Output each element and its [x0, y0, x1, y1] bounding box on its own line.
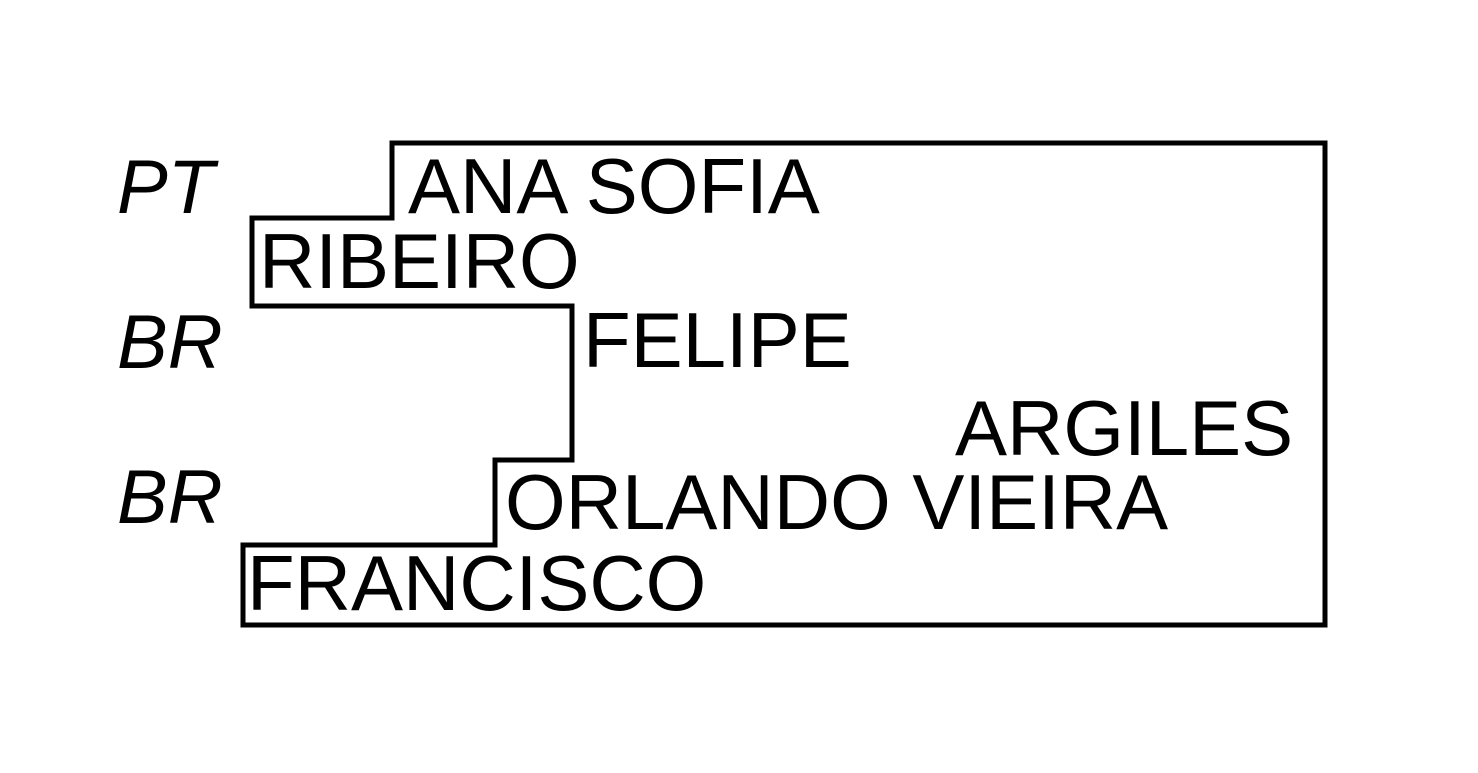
name-line-ana-sofia: ANA SOFIA: [408, 142, 820, 230]
stepped-outline-polygon: [240, 140, 1328, 628]
name-line-ribeiro: RIBEIRO: [259, 217, 580, 305]
name-line-felipe: FELIPE: [583, 296, 852, 384]
name-line-argiles: ARGILES: [955, 384, 1294, 472]
name-line-orlando-vieira: ORLANDO VIEIRA: [505, 458, 1169, 546]
country-code-br-1: BR: [117, 300, 223, 385]
country-code-br-2: BR: [117, 455, 223, 540]
name-line-francisco: FRANCISCO: [247, 539, 707, 627]
country-code-pt: PT: [117, 145, 215, 230]
